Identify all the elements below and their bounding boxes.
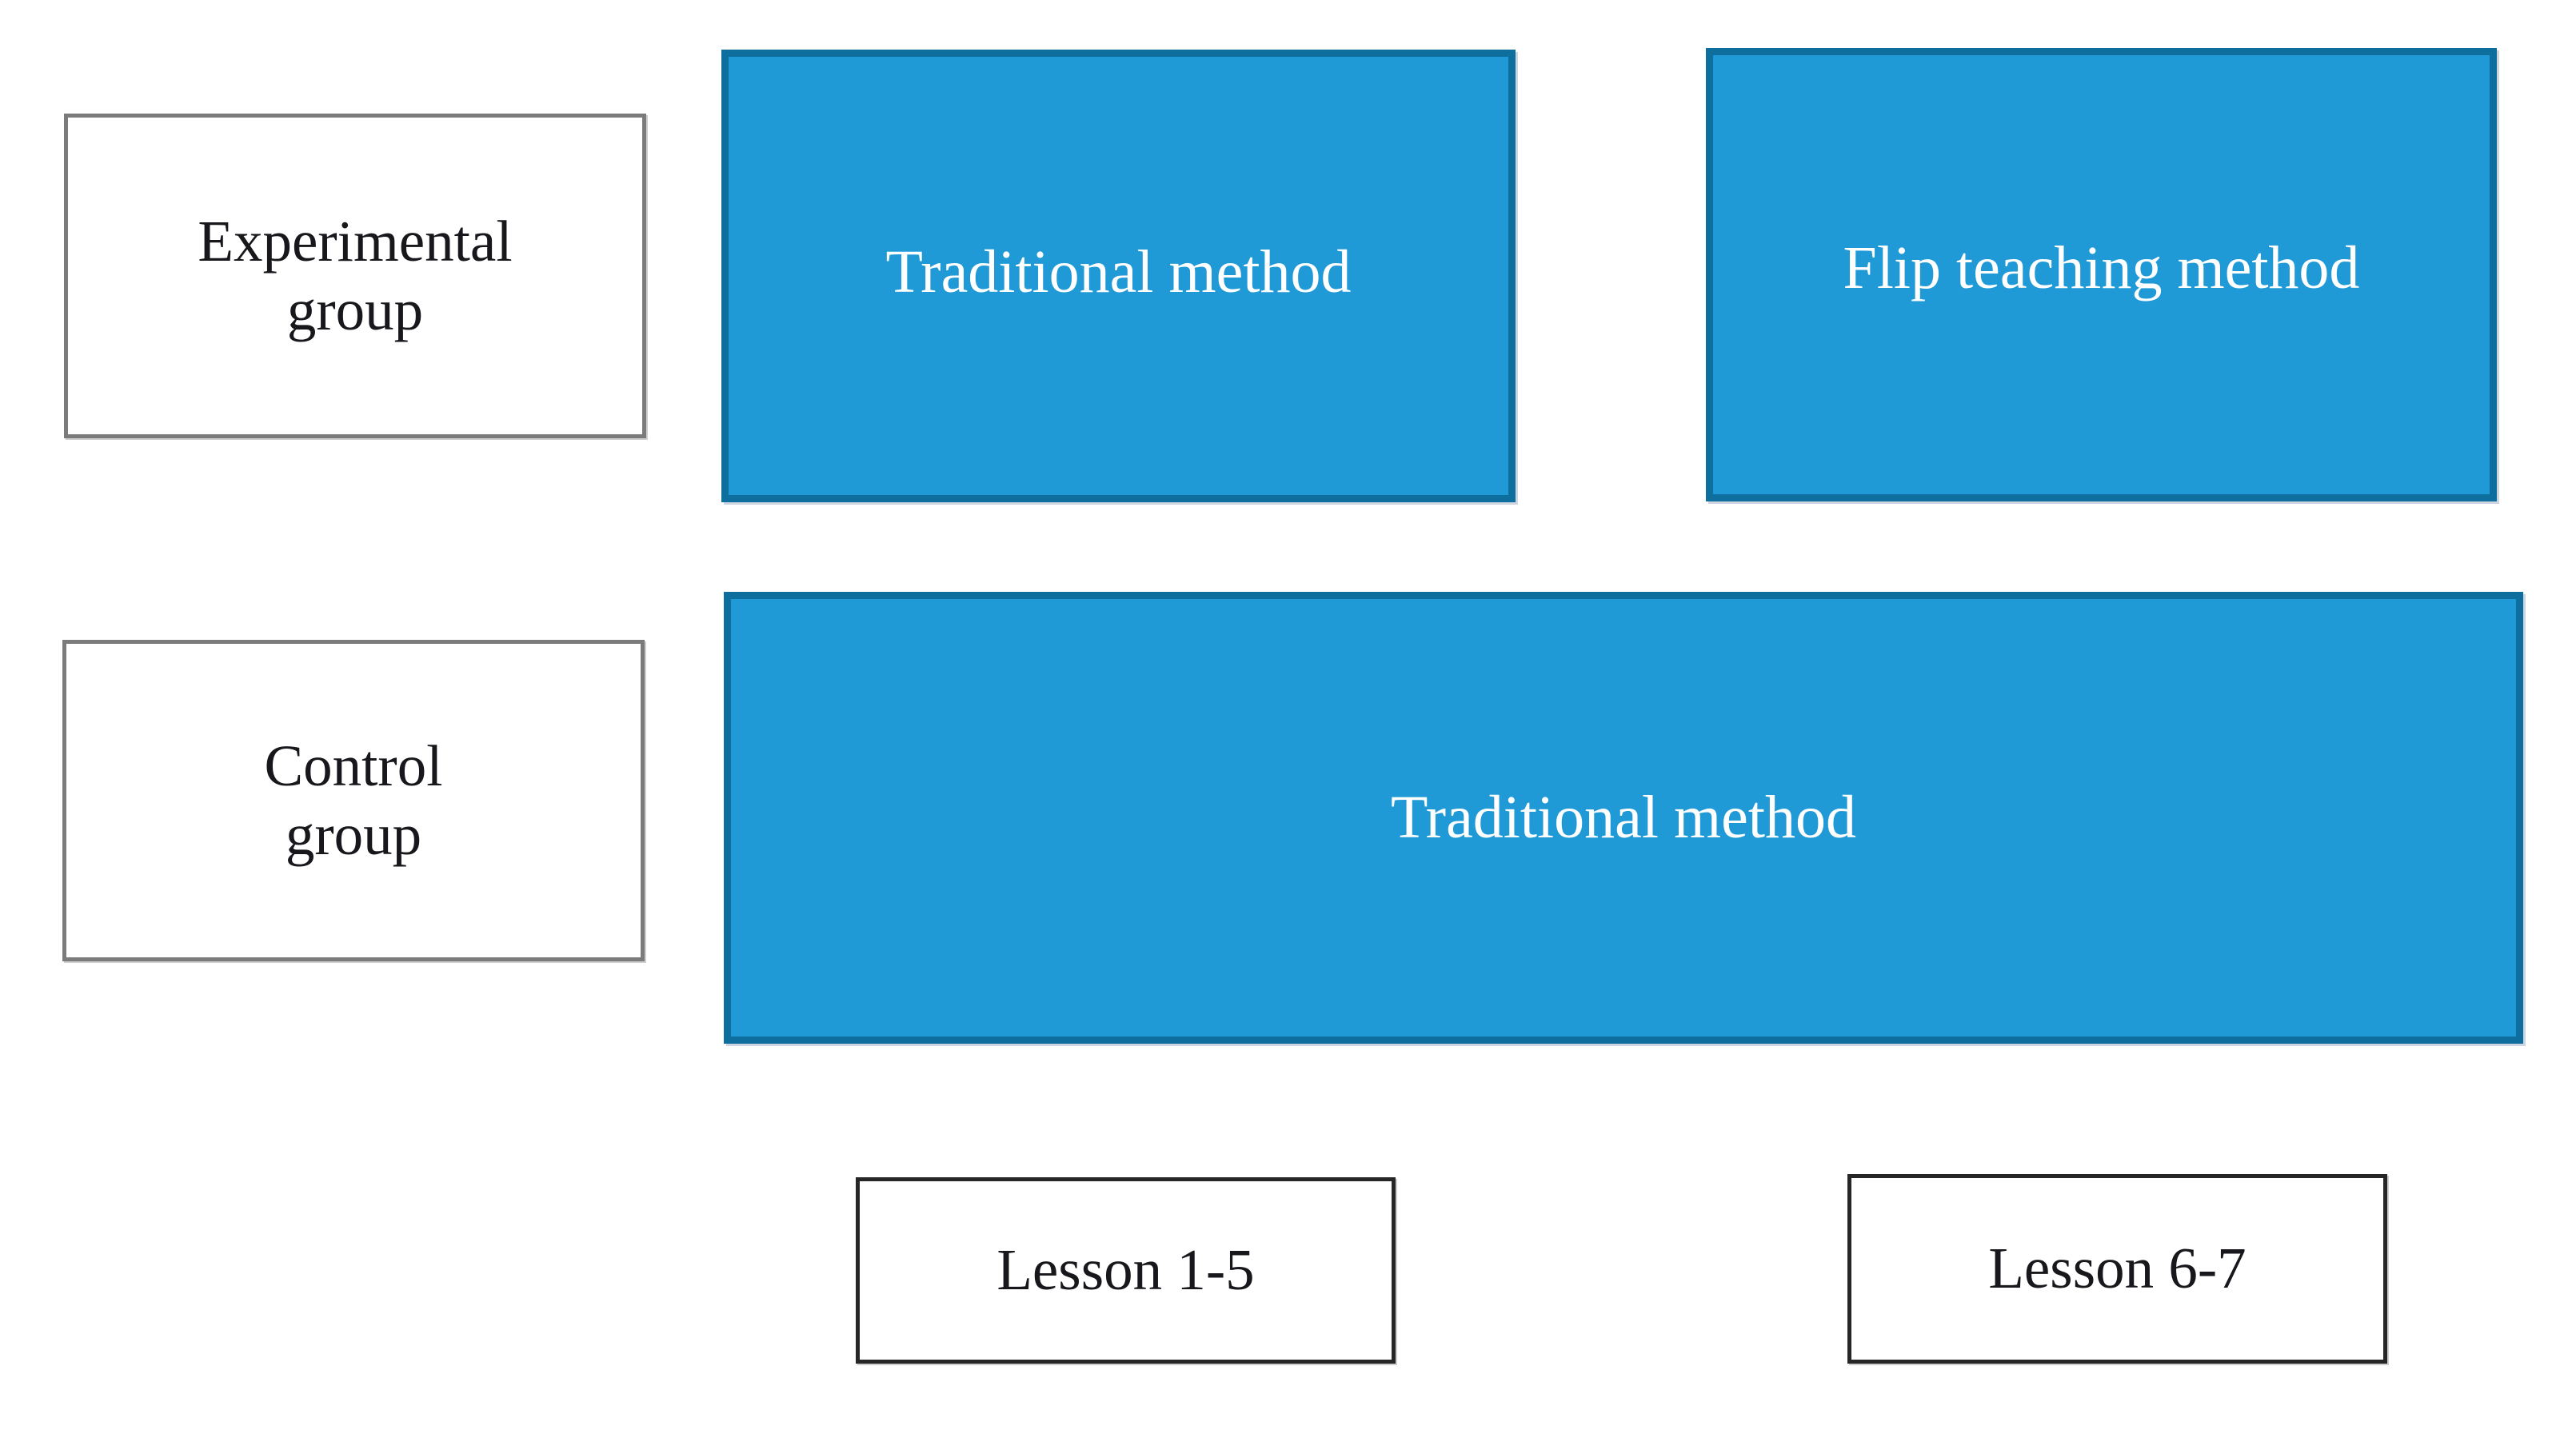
experimental-traditional-method-label: Traditional method bbox=[885, 238, 1352, 306]
control-traditional-method-box[interactable]: Traditional method bbox=[724, 592, 2523, 1044]
experimental-traditional-method-box[interactable]: Traditional method bbox=[721, 50, 1516, 502]
experimental-flip-teaching-method-label: Flip teaching method bbox=[1843, 234, 2360, 302]
lesson-6-7-box[interactable]: Lesson 6-7 bbox=[1847, 1174, 2387, 1364]
lesson-6-7-label: Lesson 6-7 bbox=[1988, 1236, 2247, 1301]
control-traditional-method-label: Traditional method bbox=[1391, 783, 1856, 851]
lesson-1-5-label: Lesson 1-5 bbox=[996, 1237, 1255, 1303]
experimental-flip-teaching-method-box[interactable]: Flip teaching method bbox=[1706, 48, 2497, 501]
control-group-label: Control group bbox=[264, 733, 443, 867]
lesson-1-5-box[interactable]: Lesson 1-5 bbox=[856, 1177, 1396, 1364]
experimental-group-label: Experimental group bbox=[198, 208, 513, 342]
experimental-group-box[interactable]: Experimental group bbox=[64, 114, 646, 438]
control-group-box[interactable]: Control group bbox=[62, 640, 645, 961]
